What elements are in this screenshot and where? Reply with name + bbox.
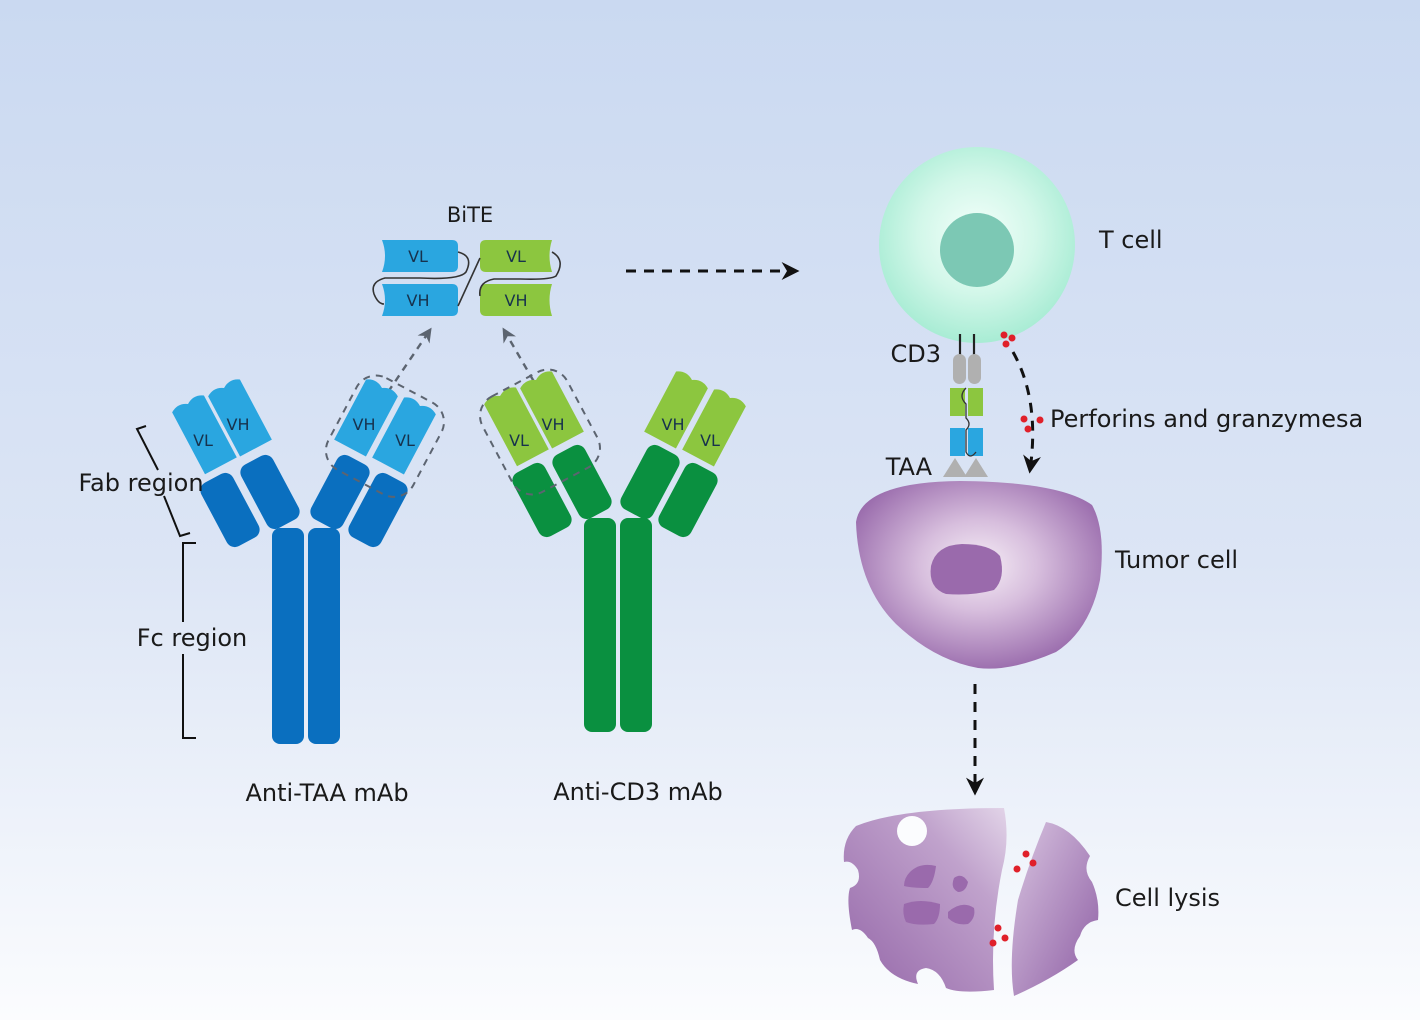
fc-region-label: Fc region (137, 624, 248, 652)
anti-cd3-left-ch1 (552, 444, 612, 520)
bite-molecule: BiTE VL VH VL VH (372, 203, 561, 316)
anti-cd3-left-vl (484, 387, 549, 467)
t-cell-label: T cell (1098, 226, 1163, 254)
bite-linker-center (457, 257, 481, 307)
lysis-fragment-left (843, 808, 1007, 992)
anti-taa-mab: VL VH VH VL Anti-TAA mAb (172, 374, 445, 807)
tumor-cell: Tumor cell (856, 481, 1238, 669)
cd3-receptor-right (968, 354, 981, 384)
nuclear-fragment (952, 875, 968, 892)
tumor-cell-nucleus (930, 544, 1002, 595)
anti-cd3-right-cl (658, 462, 718, 538)
fab-region-label: Fab region (78, 469, 203, 497)
granule (1029, 859, 1037, 867)
bite-linker-left (372, 251, 470, 305)
granule (1000, 331, 1008, 339)
anti-cd3-right-ch1 (620, 444, 680, 520)
perforin-release: Perforins and granzymesa (1000, 331, 1363, 474)
anti-taa-right-vl (372, 397, 436, 475)
anti-cd3-left-vh-label: VH (542, 415, 565, 434)
bite-title: BiTE (447, 203, 493, 227)
t-cell: T cell (879, 147, 1163, 343)
arrow-tcell-to-tumor (1011, 351, 1041, 474)
anti-cd3-fc-chain-left (584, 518, 616, 732)
anti-taa-fc-chain-right (308, 528, 340, 744)
nuclear-fragment (948, 904, 975, 925)
anti-cd3-right-vl-label: VL (700, 431, 720, 450)
anti-taa-right-cl (348, 472, 408, 548)
granule (1013, 865, 1021, 873)
cd3-label: CD3 (890, 340, 941, 368)
anti-taa-right-ch1 (310, 454, 370, 530)
anti-cd3-left-cl (512, 462, 572, 538)
cd3-receptor-left (953, 354, 966, 384)
granule (1036, 416, 1044, 424)
anti-cd3-mab-label: Anti-CD3 mAb (553, 778, 723, 806)
anti-cd3-fv-selection (479, 368, 601, 496)
bound-bite-green-vh (950, 388, 965, 416)
bite-green-vl (480, 240, 552, 272)
granule (1020, 415, 1028, 423)
fc-bracket-top (182, 542, 196, 622)
lysed-cell: Cell lysis (843, 808, 1220, 996)
anti-taa-left-cl (200, 472, 260, 548)
granule (994, 924, 1002, 932)
bite-blue-vh (382, 284, 458, 316)
anti-taa-left-ch1 (240, 454, 300, 530)
granule (989, 939, 997, 947)
bite-green-vl-label: VL (506, 247, 526, 266)
bite-linker-right (478, 251, 561, 297)
granule (1001, 934, 1009, 942)
granule (1024, 425, 1032, 433)
region-annotations: Fab region Fc region (78, 425, 248, 739)
bound-bite-linker (961, 387, 977, 457)
bite-blue-vl (382, 240, 458, 272)
taa-label: TAA (885, 453, 933, 481)
taa-antigen-right (964, 458, 988, 477)
anti-cd3-right-vl (682, 389, 746, 467)
bite-green-vh (480, 284, 552, 316)
anti-taa-left-vl-label: VL (193, 431, 213, 450)
immune-synapse-complex: CD3 TAA (885, 334, 988, 481)
anti-taa-left-vh (208, 379, 272, 457)
bite-blue-vl-label: VL (408, 247, 428, 266)
tumor-cell-label: Tumor cell (1114, 546, 1238, 574)
anti-taa-left-vh-label: VH (227, 415, 250, 434)
bite-blue-vh-label: VH (407, 291, 430, 310)
membrane-pore (897, 816, 927, 846)
taa-antigen-left (943, 458, 967, 477)
anti-cd3-right-vh (644, 371, 708, 449)
anti-taa-mab-label: Anti-TAA mAb (245, 779, 408, 807)
perforins-label: Perforins and granzymesa (1050, 405, 1363, 433)
anti-taa-right-vh (334, 379, 398, 457)
t-cell-nucleus (940, 213, 1014, 287)
bound-bite-blue-vh (950, 428, 965, 456)
granule (1022, 850, 1030, 858)
anti-cd3-right-vh-label: VH (662, 415, 685, 434)
bound-bite-blue-vl (968, 428, 983, 456)
anti-taa-right-vl-label: VL (395, 431, 415, 450)
nuclear-fragment (903, 901, 940, 925)
bound-bite-green-vl (968, 388, 983, 416)
fab-bracket-top (135, 425, 159, 471)
anti-cd3-left-vh (520, 371, 584, 449)
granule (1002, 340, 1010, 348)
anti-taa-right-vh-label: VH (353, 415, 376, 434)
anti-taa-fv-selection (324, 374, 445, 498)
bite-green-vh-label: VH (505, 291, 528, 310)
anti-taa-fc-chain-left (272, 528, 304, 744)
nuclear-fragment (904, 864, 936, 888)
granule (1008, 334, 1016, 342)
anti-cd3-mab: VL VH VH VL Anti-CD3 mAb (479, 368, 746, 806)
fab-bracket-bottom (163, 495, 191, 538)
anti-taa-left-vl (172, 395, 237, 475)
anti-cd3-fc-chain-right (620, 518, 652, 732)
anti-cd3-left-vl-label: VL (509, 431, 529, 450)
fc-bracket-bottom (182, 654, 196, 739)
cell-lysis-label: Cell lysis (1115, 884, 1220, 912)
